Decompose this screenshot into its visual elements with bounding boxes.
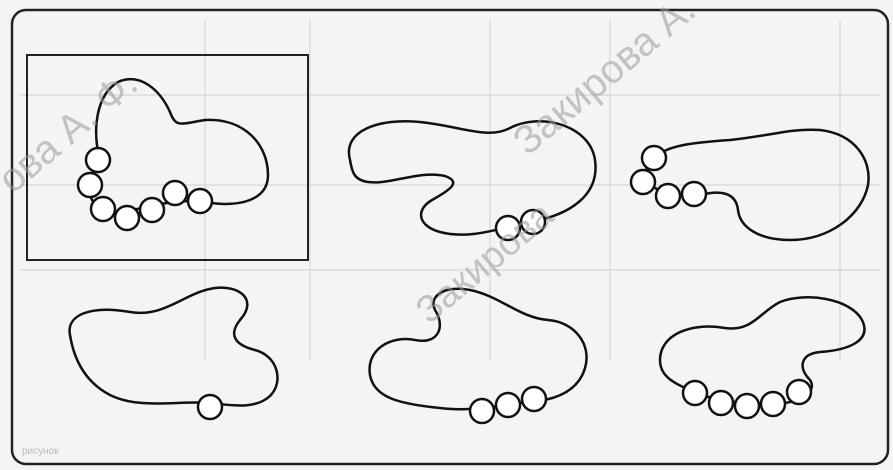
outer-frame [12, 10, 888, 464]
bead [198, 395, 222, 419]
figure-5-outline [370, 289, 587, 409]
bead [496, 216, 520, 240]
bead [140, 198, 164, 222]
bead [188, 189, 212, 213]
figure-1-selected[interactable] [78, 79, 268, 230]
bead [91, 197, 115, 221]
bead [631, 170, 655, 194]
bead [496, 393, 520, 417]
bead [522, 387, 546, 411]
bead [642, 146, 666, 170]
bead [78, 173, 102, 197]
figure-2[interactable] [349, 121, 596, 240]
bead [470, 399, 494, 423]
bead [115, 206, 139, 230]
figure-2-outline [349, 121, 596, 234]
bead [521, 210, 545, 234]
footer-fragment: рисунок [22, 446, 59, 457]
figure-4[interactable] [70, 288, 278, 419]
bead [761, 392, 785, 416]
bead [163, 181, 187, 205]
figure-4-outline [70, 288, 278, 406]
bead [683, 381, 707, 405]
bead [86, 148, 110, 172]
bead [656, 184, 680, 208]
background-table-lines [20, 20, 880, 360]
figure-6[interactable] [660, 297, 864, 418]
bead [735, 394, 759, 418]
bead [787, 380, 811, 404]
bead [682, 182, 706, 206]
bead [709, 391, 733, 415]
figure-5[interactable] [370, 289, 587, 423]
